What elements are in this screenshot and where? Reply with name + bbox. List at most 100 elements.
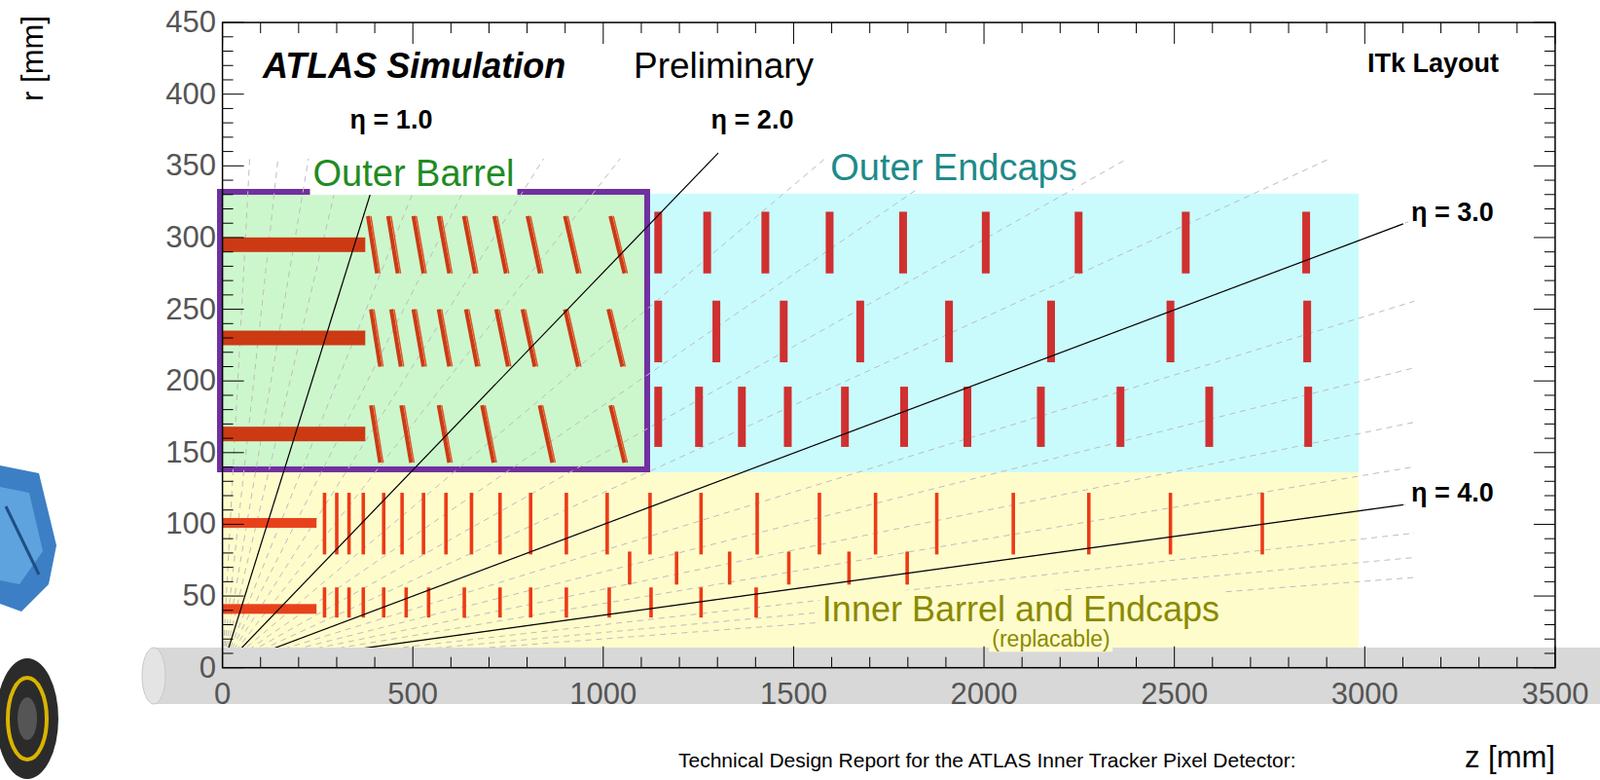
eta-gridline xyxy=(222,158,279,668)
axis-tick xyxy=(755,22,757,34)
axis-tick xyxy=(222,509,234,510)
tick-label: 0 xyxy=(214,677,231,711)
eta-gridline xyxy=(222,158,251,668)
layout-label: ITk Layout xyxy=(1364,49,1502,79)
inner-ring xyxy=(334,492,339,554)
axis-tick xyxy=(1544,437,1556,439)
inner-ring xyxy=(648,492,653,554)
axis-tick xyxy=(1059,22,1061,34)
endcap-ring xyxy=(1047,300,1055,363)
axis-tick xyxy=(222,22,245,24)
axis-tick xyxy=(1544,180,1556,182)
endcap-ring xyxy=(1074,211,1083,273)
inner-ring xyxy=(564,492,569,554)
inner-ring xyxy=(754,586,759,618)
axis-tick xyxy=(1059,656,1061,668)
axis-tick xyxy=(297,22,299,34)
axis-tick xyxy=(1288,656,1290,668)
eta-line xyxy=(222,504,1404,667)
beam-pipe-end xyxy=(142,647,166,704)
eta-label: η = 3.0 xyxy=(1408,198,1497,228)
axis-tick xyxy=(1544,509,1556,510)
endcap-ring xyxy=(783,386,792,447)
inner-ring xyxy=(674,550,679,584)
endcap-ring xyxy=(654,386,662,447)
inner-ring xyxy=(1168,492,1173,554)
axis-tick xyxy=(1478,656,1480,668)
axis-tick xyxy=(1544,50,1556,52)
detector-icon xyxy=(0,486,43,584)
axis-tick xyxy=(222,323,234,325)
axis-tick xyxy=(1326,22,1328,34)
axis-tick xyxy=(793,22,795,44)
endcap-ring xyxy=(963,386,972,447)
tick-label: 2000 xyxy=(950,677,1019,711)
inclined-module xyxy=(613,216,627,274)
endcap-ring xyxy=(1204,386,1213,447)
axis-tick xyxy=(1533,666,1556,668)
inner-ring xyxy=(400,492,404,554)
axis-tick xyxy=(1021,22,1023,34)
axis-tick xyxy=(1402,22,1404,34)
axis-tick xyxy=(335,656,337,668)
endcap-ring xyxy=(712,300,721,363)
axis-tick xyxy=(335,22,337,34)
endcap-ring xyxy=(840,386,849,447)
axis-tick xyxy=(1544,638,1556,640)
inclined-module xyxy=(494,216,507,274)
inner-ring xyxy=(528,586,533,618)
axis-tick xyxy=(412,22,414,44)
inner-ring xyxy=(649,586,654,618)
axis-tick xyxy=(1533,451,1556,453)
axis-tick xyxy=(222,551,234,553)
inclined-module xyxy=(464,216,475,274)
inner-ring xyxy=(421,492,426,554)
inner-ring xyxy=(404,586,409,618)
axis-tick xyxy=(1544,265,1556,267)
axis-tick xyxy=(945,22,946,34)
inner-ring xyxy=(607,586,612,618)
axis-tick xyxy=(679,22,681,34)
inner-ring xyxy=(361,586,365,618)
axis-tick xyxy=(1544,394,1556,396)
region-label: Outer Endcaps xyxy=(827,147,1080,189)
axis-tick xyxy=(297,656,299,668)
inclined-module xyxy=(496,309,509,367)
axis-tick xyxy=(640,656,642,668)
axis-tick xyxy=(1135,22,1137,34)
endcap-ring xyxy=(856,300,865,363)
axis-tick xyxy=(1211,22,1213,34)
axis-tick xyxy=(1544,122,1556,124)
inner-ring xyxy=(847,550,852,584)
tick-label: 150 xyxy=(165,436,217,470)
axis-tick xyxy=(1544,337,1556,339)
axis-tick xyxy=(1021,656,1023,668)
axis-tick xyxy=(222,538,234,540)
axis-tick xyxy=(1533,236,1556,238)
axis-tick xyxy=(222,495,234,497)
axis-tick xyxy=(755,656,757,668)
axis-tick xyxy=(222,78,234,80)
axis-tick xyxy=(1544,609,1556,611)
inclined-module xyxy=(567,309,581,367)
axis-tick xyxy=(831,22,833,34)
inner-ring xyxy=(381,586,386,618)
axis-tick xyxy=(222,666,245,668)
axis-tick xyxy=(1544,538,1556,540)
inner-ring xyxy=(427,586,432,618)
endcap-ring xyxy=(900,386,909,447)
axis-tick xyxy=(222,222,234,224)
endcap-ring xyxy=(1303,300,1311,363)
axis-tick xyxy=(222,566,234,568)
axis-tick xyxy=(1544,495,1556,497)
inner-ring xyxy=(905,550,910,584)
axis-tick xyxy=(222,93,245,95)
detector-icon xyxy=(0,657,59,779)
axis-tick xyxy=(1544,108,1556,110)
axis-tick xyxy=(1544,551,1556,553)
axis-tick xyxy=(1544,150,1556,152)
endcap-ring xyxy=(761,211,769,273)
axis-tick xyxy=(1533,380,1556,382)
axis-tick xyxy=(1533,22,1556,24)
